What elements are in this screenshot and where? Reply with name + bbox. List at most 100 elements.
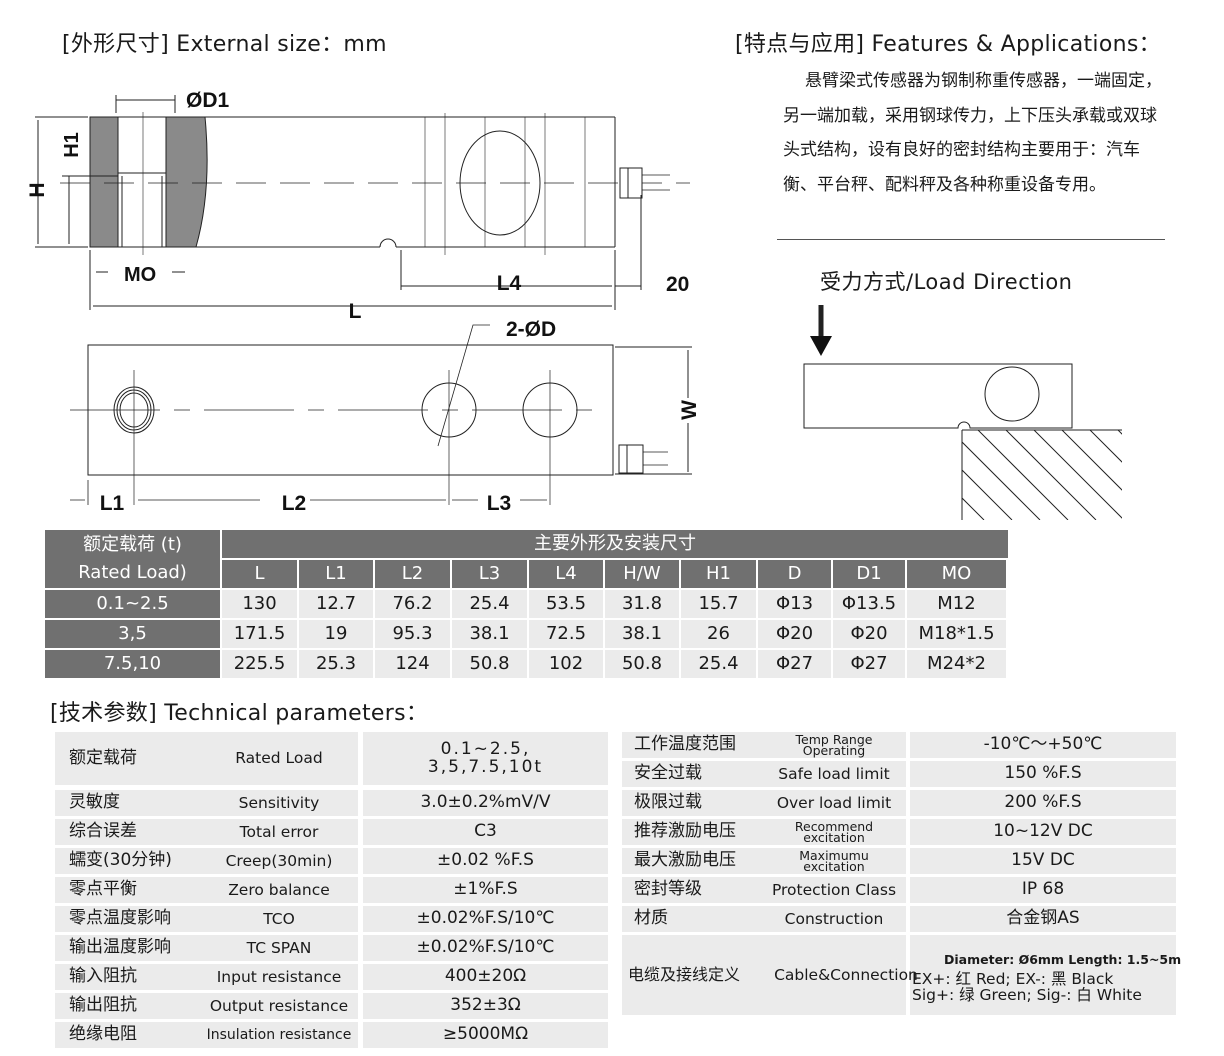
label-h: H xyxy=(26,182,49,197)
label-h1: H1 xyxy=(61,132,83,158)
dimension-drawing: ØD1 H H1 MO L4 20 L 2-ØD W L1 L2 L3 xyxy=(26,89,701,515)
column-header: MO xyxy=(907,560,1006,588)
param-name-zh: 材质 xyxy=(622,906,762,932)
param-name-zh: 推荐激励电压 xyxy=(622,819,762,845)
side-view: ØD1 H H1 MO L4 20 L xyxy=(26,89,690,323)
param-name-zh: 输出温度影响 xyxy=(55,935,200,961)
param-name-zh: 极限过载 xyxy=(622,790,762,816)
table-cell: 50.8 xyxy=(605,650,679,678)
cable-line1: EX+: 红 Red; EX-: 黑 Black xyxy=(912,969,1114,988)
load-direction-title: 受力方式/Load Direction xyxy=(820,270,1073,294)
dimension-group-header: 主要外形及安装尺寸 xyxy=(222,530,1008,558)
param-value: ±1%F.S xyxy=(363,877,608,903)
external-size-title: [外形尺寸] External size：mm xyxy=(62,32,387,57)
table-cell: 25.4 xyxy=(681,650,756,678)
param-value: 10~12V DC xyxy=(910,819,1176,845)
top-view: 2-ØD W L1 L2 L3 xyxy=(70,318,701,515)
label-l4: L4 xyxy=(497,272,522,295)
param-name-zh: 灵敏度 xyxy=(55,790,200,816)
param-name-zh: 绝缘电阻 xyxy=(55,1022,200,1048)
cable-line2: Sig+: 绿 Green; Sig-: 白 White xyxy=(912,986,1142,1005)
param-name-zh: 蠕变(30分钟) xyxy=(55,848,200,874)
table-cell: 15.7 xyxy=(681,590,756,618)
param-name-en: Construction xyxy=(762,906,906,932)
divider xyxy=(777,239,1165,240)
table-cell: 25.3 xyxy=(299,650,373,678)
table-cell: Φ27 xyxy=(833,650,905,678)
row-load-label: 0.1~2.5 xyxy=(45,590,220,618)
cable-name-en: Cable&Connection xyxy=(774,965,918,984)
label-l3: L3 xyxy=(487,492,512,515)
param-value: ±0.02 %F.S xyxy=(363,848,608,874)
cable-diameter: Diameter: Ø6mm Length: 1.5~5m xyxy=(944,951,1182,967)
table-cell: M12 xyxy=(907,590,1006,618)
table-cell: 26 xyxy=(681,620,756,648)
param-name-en: Sensitivity xyxy=(200,790,358,816)
table-cell: 225.5 xyxy=(222,650,297,678)
label-l2: L2 xyxy=(282,492,307,515)
param-value: 200 %F.S xyxy=(910,790,1176,816)
param-name-en: Input resistance xyxy=(200,964,358,990)
table-cell: Φ27 xyxy=(758,650,831,678)
param-name-en: TCO xyxy=(200,906,358,932)
param-value: 150 %F.S xyxy=(910,761,1176,787)
table-cell: 95.3 xyxy=(375,620,450,648)
features-text: 悬臂梁式传感器为钢制称重传感器，一端固定，另一端加载，采用钢球传力，上下压头承载… xyxy=(783,71,1162,195)
column-header: L xyxy=(222,560,297,588)
param-value: C3 xyxy=(363,819,608,845)
table-cell: Φ20 xyxy=(758,620,831,648)
param-name-zh: 输入阻抗 xyxy=(55,964,200,990)
label-od1: ØD1 xyxy=(186,89,230,112)
table-cell: 50.8 xyxy=(452,650,527,678)
param-name-en: Over load limit xyxy=(762,790,906,816)
column-header: L2 xyxy=(375,560,450,588)
table-cell: 124 xyxy=(375,650,450,678)
param-value: ±0.02%F.S/10℃ xyxy=(363,935,608,961)
param-name-en: Recommend excitation xyxy=(762,819,906,845)
row-load-label: 7.5,10 xyxy=(45,650,220,678)
param-name-en: Zero balance xyxy=(200,877,358,903)
table-cell: 31.8 xyxy=(605,590,679,618)
column-header: H1 xyxy=(681,560,756,588)
cable-bg xyxy=(766,935,906,1015)
param-name-en: Creep(30min) xyxy=(200,848,358,874)
column-header: L3 xyxy=(452,560,527,588)
param-value: ≥5000MΩ xyxy=(363,1022,608,1048)
param-name-zh: 最大激励电压 xyxy=(622,848,762,874)
label-20: 20 xyxy=(666,273,689,296)
label-l1: L1 xyxy=(100,492,125,515)
column-header: D1 xyxy=(833,560,905,588)
param-value: -10℃～+50℃ xyxy=(910,732,1176,758)
param-name-en: Total error xyxy=(200,819,358,845)
param-value: 3.0±0.2%mV/V xyxy=(363,790,608,816)
param-value: 15V DC xyxy=(910,848,1176,874)
param-name-zh: 零点温度影响 xyxy=(55,906,200,932)
table-cell: 130 xyxy=(222,590,297,618)
param-name-zh: 密封等级 xyxy=(622,877,762,903)
param-name-zh: 综合误差 xyxy=(55,819,200,845)
rated-load-header: 额定载荷 (t)Rated Load) xyxy=(45,530,220,588)
table-cell: 12.7 xyxy=(299,590,373,618)
table-cell: 25.4 xyxy=(452,590,527,618)
cable-name-zh: 电缆及接线定义 xyxy=(622,935,766,1015)
table-cell: 53.5 xyxy=(529,590,603,618)
rated-load-header-text: 额定载荷 (t) xyxy=(83,534,182,555)
param-name-zh: 额定载荷 xyxy=(55,732,200,785)
table-cell: Φ13 xyxy=(758,590,831,618)
column-header: L4 xyxy=(529,560,603,588)
param-value: 合金钢AS xyxy=(910,906,1176,932)
table-cell: 38.1 xyxy=(452,620,527,648)
table-cell: 171.5 xyxy=(222,620,297,648)
param-name-en: Rated Load xyxy=(200,732,358,785)
label-2od: 2-ØD xyxy=(506,318,556,341)
param-name-zh: 工作温度范围 xyxy=(622,732,762,758)
features-title: [特点与应用] Features & Applications： xyxy=(735,32,1161,57)
param-name-zh: 安全过载 xyxy=(622,761,762,787)
column-header: H/W xyxy=(605,560,679,588)
param-name-en: Temp Range Operating xyxy=(762,732,906,758)
tech-params-title: [技术参数] Technical parameters： xyxy=(50,701,429,726)
column-header: L1 xyxy=(299,560,373,588)
table-cell: Φ20 xyxy=(833,620,905,648)
param-value: IP 68 xyxy=(910,877,1176,903)
